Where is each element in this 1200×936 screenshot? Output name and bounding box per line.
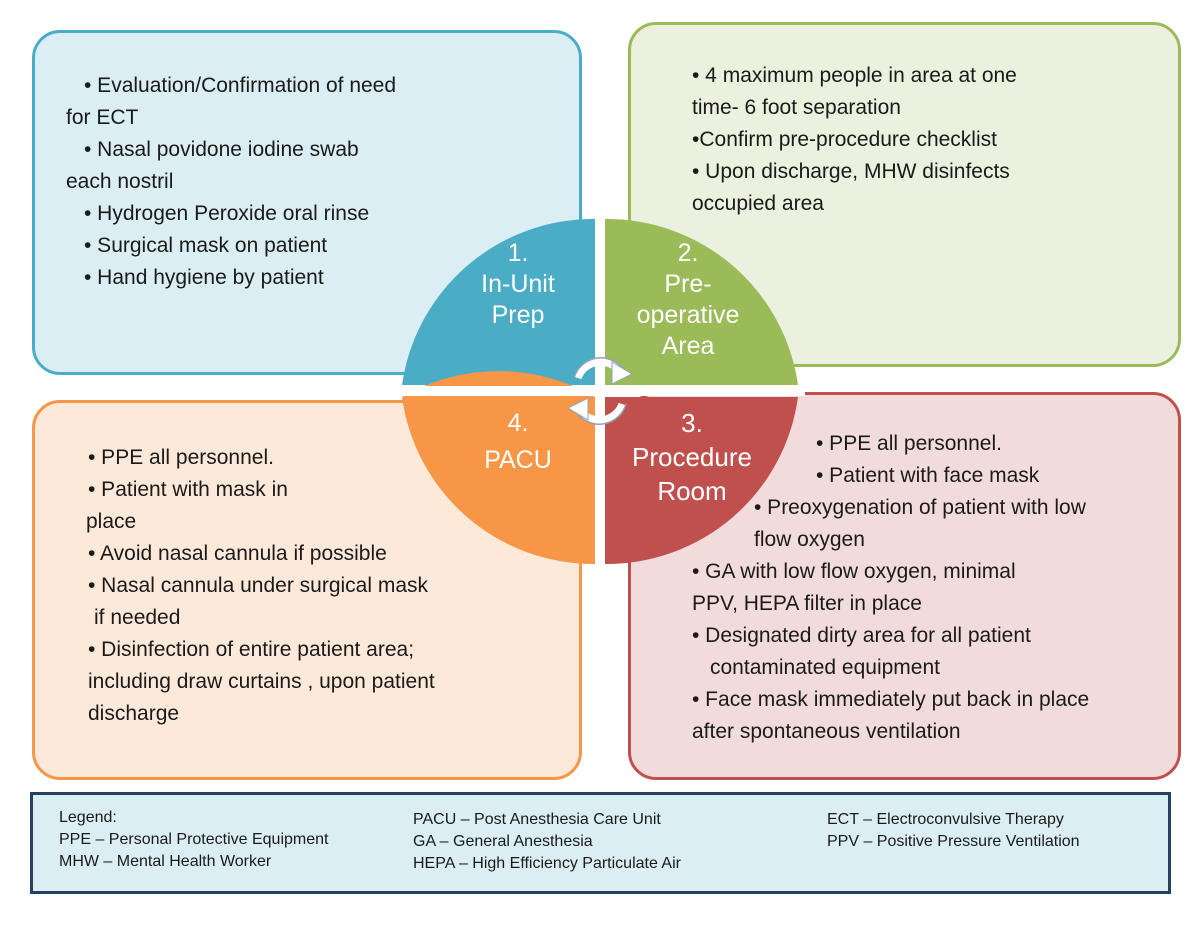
quadrant-1-title: 1. In-Unit Prep <box>458 238 578 331</box>
quadrant-2-title-line: Area <box>661 332 715 360</box>
quadrant-2-number: 2. <box>677 239 699 267</box>
bullet-line: • Nasal cannula under surgical mask <box>88 574 429 597</box>
bullet-line: • Evaluation/Confirmation of need <box>84 74 397 97</box>
quadrant-1-title-line: In-Unit <box>481 270 555 298</box>
bullet-line: • Nasal povidone iodine swab <box>84 138 359 161</box>
bullet-line: each nostril <box>66 170 174 193</box>
quadrant-3-title-line: Procedure <box>632 442 752 472</box>
bullet-line: • Upon discharge, MHW disinfects <box>692 160 1010 183</box>
circle-quarter-2 <box>605 218 798 385</box>
bullet-line: • Designated dirty area for all patient <box>692 624 1031 647</box>
pacu-bullet-list: • PPE all personnel. • Patient with mask … <box>86 442 435 730</box>
legend-column-2: PACU – Post Anesthesia Care Unit GA – Ge… <box>413 809 681 875</box>
bullet-line: • Preoxygenation of patient with low <box>754 496 1086 519</box>
bullet-line: if needed <box>94 606 181 629</box>
circle-quarter-3 <box>605 397 798 565</box>
bullet-line: • Patient with face mask <box>816 464 1040 487</box>
arrowhead-icon <box>611 361 634 385</box>
legend-heading: Legend: <box>59 809 117 826</box>
legend-entry: GA – General Anesthesia <box>413 833 593 850</box>
bullet-line: • Face mask immediately put back in plac… <box>692 688 1090 711</box>
bullet-line: • Surgical mask on patient <box>84 234 328 257</box>
bullet-line: • Hydrogen Peroxide oral rinse <box>84 202 370 225</box>
legend-column-1: Legend: PPE – Personal Protective Equipm… <box>59 807 328 873</box>
bullet-line: including draw curtains , upon patient <box>88 670 435 693</box>
in-unit-prep-bullet-list: • Evaluation/Confirmation of need for ECT… <box>66 70 397 294</box>
quadrant-3-number: 3. <box>681 408 703 438</box>
bullet-line: flow oxygen <box>754 528 865 551</box>
quadrant-2-title-line: operative <box>636 301 740 329</box>
bullet-line: • Hand hygiene by patient <box>84 266 324 289</box>
bullet-line: • 4 maximum people in area at one <box>692 64 1017 87</box>
bullet-line: • PPE all personnel. <box>88 446 274 469</box>
quadrant-1-number: 1. <box>507 239 529 267</box>
bullet-line: occupied area <box>692 192 824 215</box>
bullet-line: • GA with low flow oxygen, minimal <box>692 560 1016 583</box>
bullet-line: discharge <box>88 702 180 725</box>
legend-entry: ECT – Electroconvulsive Therapy <box>827 811 1064 828</box>
bullet-line: •Confirm pre-procedure checklist <box>692 128 997 151</box>
bullet-line: • Patient with mask in <box>88 478 288 501</box>
quadrant-2-title-line: Pre- <box>664 270 712 298</box>
bullet-line: time- 6 foot separation <box>692 96 901 119</box>
legend-entry: PPV – Positive Pressure Ventilation <box>827 833 1080 850</box>
legend-entry: MHW – Mental Health Worker <box>59 853 272 870</box>
bullet-line: • PPE all personnel. <box>816 432 1002 455</box>
quadrant-3-title-line: Room <box>657 476 727 506</box>
arrowhead-icon <box>566 397 589 421</box>
legend-entry: PPE – Personal Protective Equipment <box>59 831 329 848</box>
bullet-line: place <box>86 510 137 533</box>
legend-entry: HEPA – High Efficiency Particulate Air <box>413 855 681 872</box>
bullet-line: PPV, HEPA filter in place <box>692 592 922 615</box>
circle-quarter-4 <box>402 371 595 565</box>
quadrant-2-title: 2. Pre- operative Area <box>618 238 758 362</box>
legend-column-3: ECT – Electroconvulsive Therapy PPV – Po… <box>827 809 1080 853</box>
quadrant-3-title: 3. Procedure Room <box>612 406 772 508</box>
quadrant-4-title: 4. PACU <box>458 408 578 476</box>
preoperative-area-bullet-list: • 4 maximum people in area at one time- 6… <box>692 60 1017 220</box>
legend-box: Legend: PPE – Personal Protective Equipm… <box>30 792 1171 894</box>
bullet-line: for ECT <box>66 106 139 129</box>
bullet-line: after spontaneous ventilation <box>692 720 961 743</box>
quadrant-4-title-line: PACU <box>484 446 552 474</box>
quadrant-4-number: 4. <box>507 409 529 437</box>
bullet-line: contaminated equipment <box>710 656 940 679</box>
cycle-arrows-outline <box>573 357 627 425</box>
bullet-line: • Avoid nasal cannula if possible <box>88 542 387 565</box>
bullet-line: • Disinfection of entire patient area; <box>88 638 415 661</box>
circle-quarter-1 <box>402 218 595 385</box>
procedure-room-bullet-list: • PPE all personnel. • Patient with face … <box>692 428 1089 748</box>
quadrant-1-title-line: Prep <box>491 301 545 329</box>
legend-entry: PACU – Post Anesthesia Care Unit <box>413 811 661 828</box>
